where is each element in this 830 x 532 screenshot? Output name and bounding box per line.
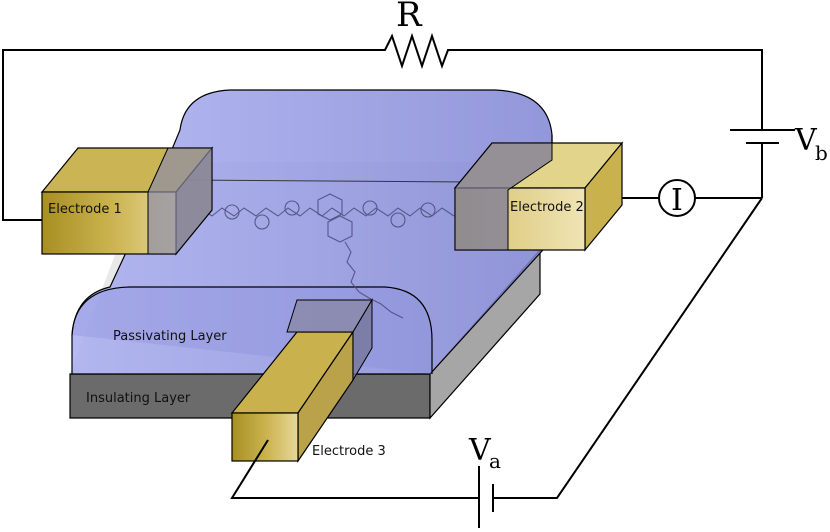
thiophene-ring-2	[254, 214, 270, 230]
electrode-3-covered-side	[352, 298, 373, 382]
benzene-ring-1	[317, 193, 343, 221]
electrode-3-label: Electrode 3	[312, 444, 386, 459]
resistor-label: R	[396, 0, 423, 35]
passivating-layer-label: Passivating Layer	[113, 329, 227, 344]
resistor-symbol	[372, 32, 462, 70]
electrode-1-covered	[147, 147, 213, 255]
wire-electrode1-to-resistor	[2, 49, 372, 221]
thiophene-ring-5	[390, 212, 406, 228]
thiophene-ring-4	[362, 200, 378, 216]
molecule-side-chain	[344, 241, 404, 319]
electrode-2-label: Electrode 2	[510, 200, 584, 215]
gate-voltage-label: V	[468, 433, 492, 468]
insulating-layer-label: Insulating Layer	[86, 391, 191, 406]
electrode-3-front	[231, 412, 299, 462]
bias-voltage-label: V	[794, 123, 818, 158]
molecule-backbone	[199, 207, 455, 217]
electrode-2-covered	[454, 142, 553, 251]
bias-voltage-subscript: b	[815, 141, 828, 165]
thiophene-ring-3	[284, 200, 300, 216]
gate-voltage-subscript: a	[489, 449, 501, 473]
thiophene-ring-1	[224, 204, 240, 220]
benzene-ring-2	[327, 215, 353, 243]
electrode-2: Electrode 2	[453, 141, 624, 252]
electrode-1-label: Electrode 1	[48, 202, 122, 217]
electrode-1: Electrode 1	[40, 146, 214, 256]
wire-resistor-to-battery	[462, 49, 763, 130]
wire-gate-battery-to-electrode3	[230, 439, 479, 499]
ammeter-label: I	[671, 183, 683, 218]
electrode-3: Electrode 3	[230, 298, 386, 463]
molecule-chain	[181, 179, 471, 319]
circuit-wires	[2, 32, 795, 528]
thiophene-ring-6	[420, 202, 436, 218]
wire-node-to-gate-battery	[493, 197, 763, 499]
